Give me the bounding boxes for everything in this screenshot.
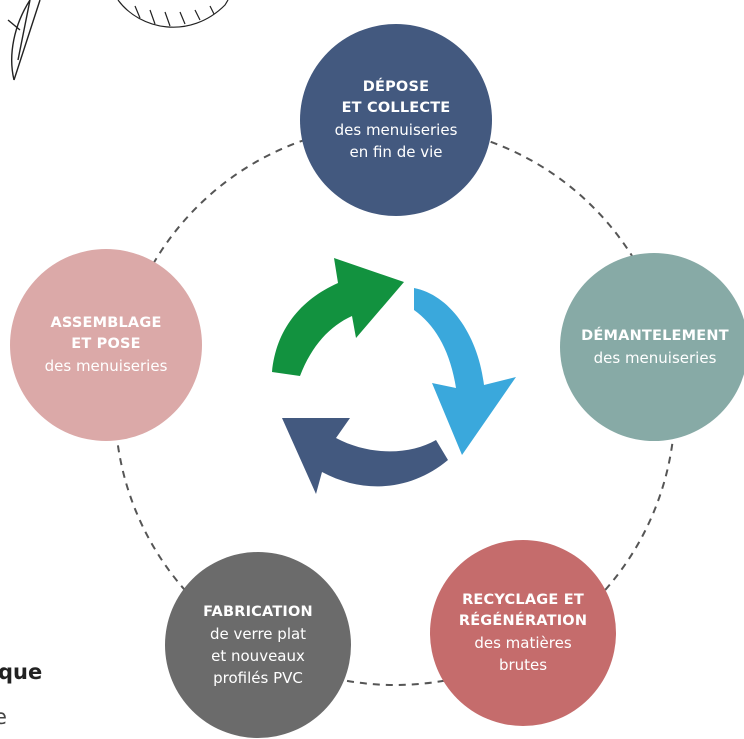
step-title: FABRICATION [203, 603, 313, 620]
step-title: ET COLLECTE [341, 100, 451, 116]
step-demantelement: DÉMANTELEMENT des menuiseries [560, 253, 744, 441]
recycle-arrows-icon [272, 258, 516, 494]
step-subtitle: des menuiseries [44, 357, 168, 375]
blue-arrow [414, 288, 516, 455]
step-subtitle: en fin de vie [349, 143, 443, 161]
step-subtitle: profilés PVC [213, 668, 303, 687]
step-subtitle: brutes [498, 656, 548, 674]
green-arrow [272, 258, 404, 376]
step-title: ET POSE [71, 336, 141, 352]
step-subtitle: de verre plat [209, 624, 307, 643]
step-subtitle: des matières [474, 634, 572, 652]
step-recyclage-regeneration: RECYCLAGE ET RÉGÉNÉRATION des matières b… [430, 540, 616, 726]
step-subtitle: et nouveaux [211, 646, 305, 665]
step-title: DÉPOSE [362, 79, 430, 95]
leaf-icon [7, 0, 41, 81]
step-title: ASSEMBLAGE [50, 315, 162, 331]
navy-arrow [282, 418, 448, 494]
cropped-text-line: e [0, 705, 7, 729]
step-title: RÉGÉNÉRATION [458, 613, 588, 629]
step-fabrication: FABRICATION de verre plat et nouveaux pr… [165, 552, 351, 738]
step-depose-collecte: DÉPOSE ET COLLECTE des menuiseries en fi… [300, 24, 492, 216]
step-assemblage-pose: ASSEMBLAGE ET POSE des menuiseries [10, 249, 202, 441]
step-subtitle: des menuiseries [334, 121, 458, 139]
cropped-text-line: que [0, 660, 43, 684]
step-title: RECYCLAGE ET [462, 592, 584, 608]
step-subtitle: des menuiseries [593, 348, 717, 367]
leaf-icon [117, 0, 229, 28]
step-title: DÉMANTELEMENT [581, 327, 729, 344]
